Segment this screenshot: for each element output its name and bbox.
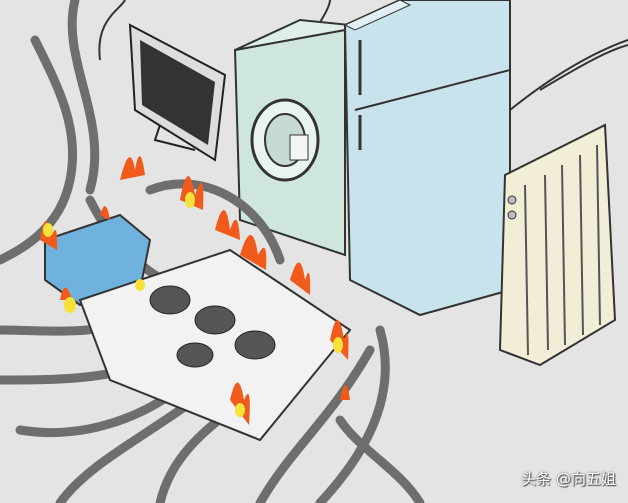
oil-heater <box>498 123 617 367</box>
tv <box>128 23 227 162</box>
refrigerator <box>343 0 511 317</box>
power-strip <box>78 248 352 442</box>
watermark: 头条 @向五姐 <box>521 470 616 488</box>
